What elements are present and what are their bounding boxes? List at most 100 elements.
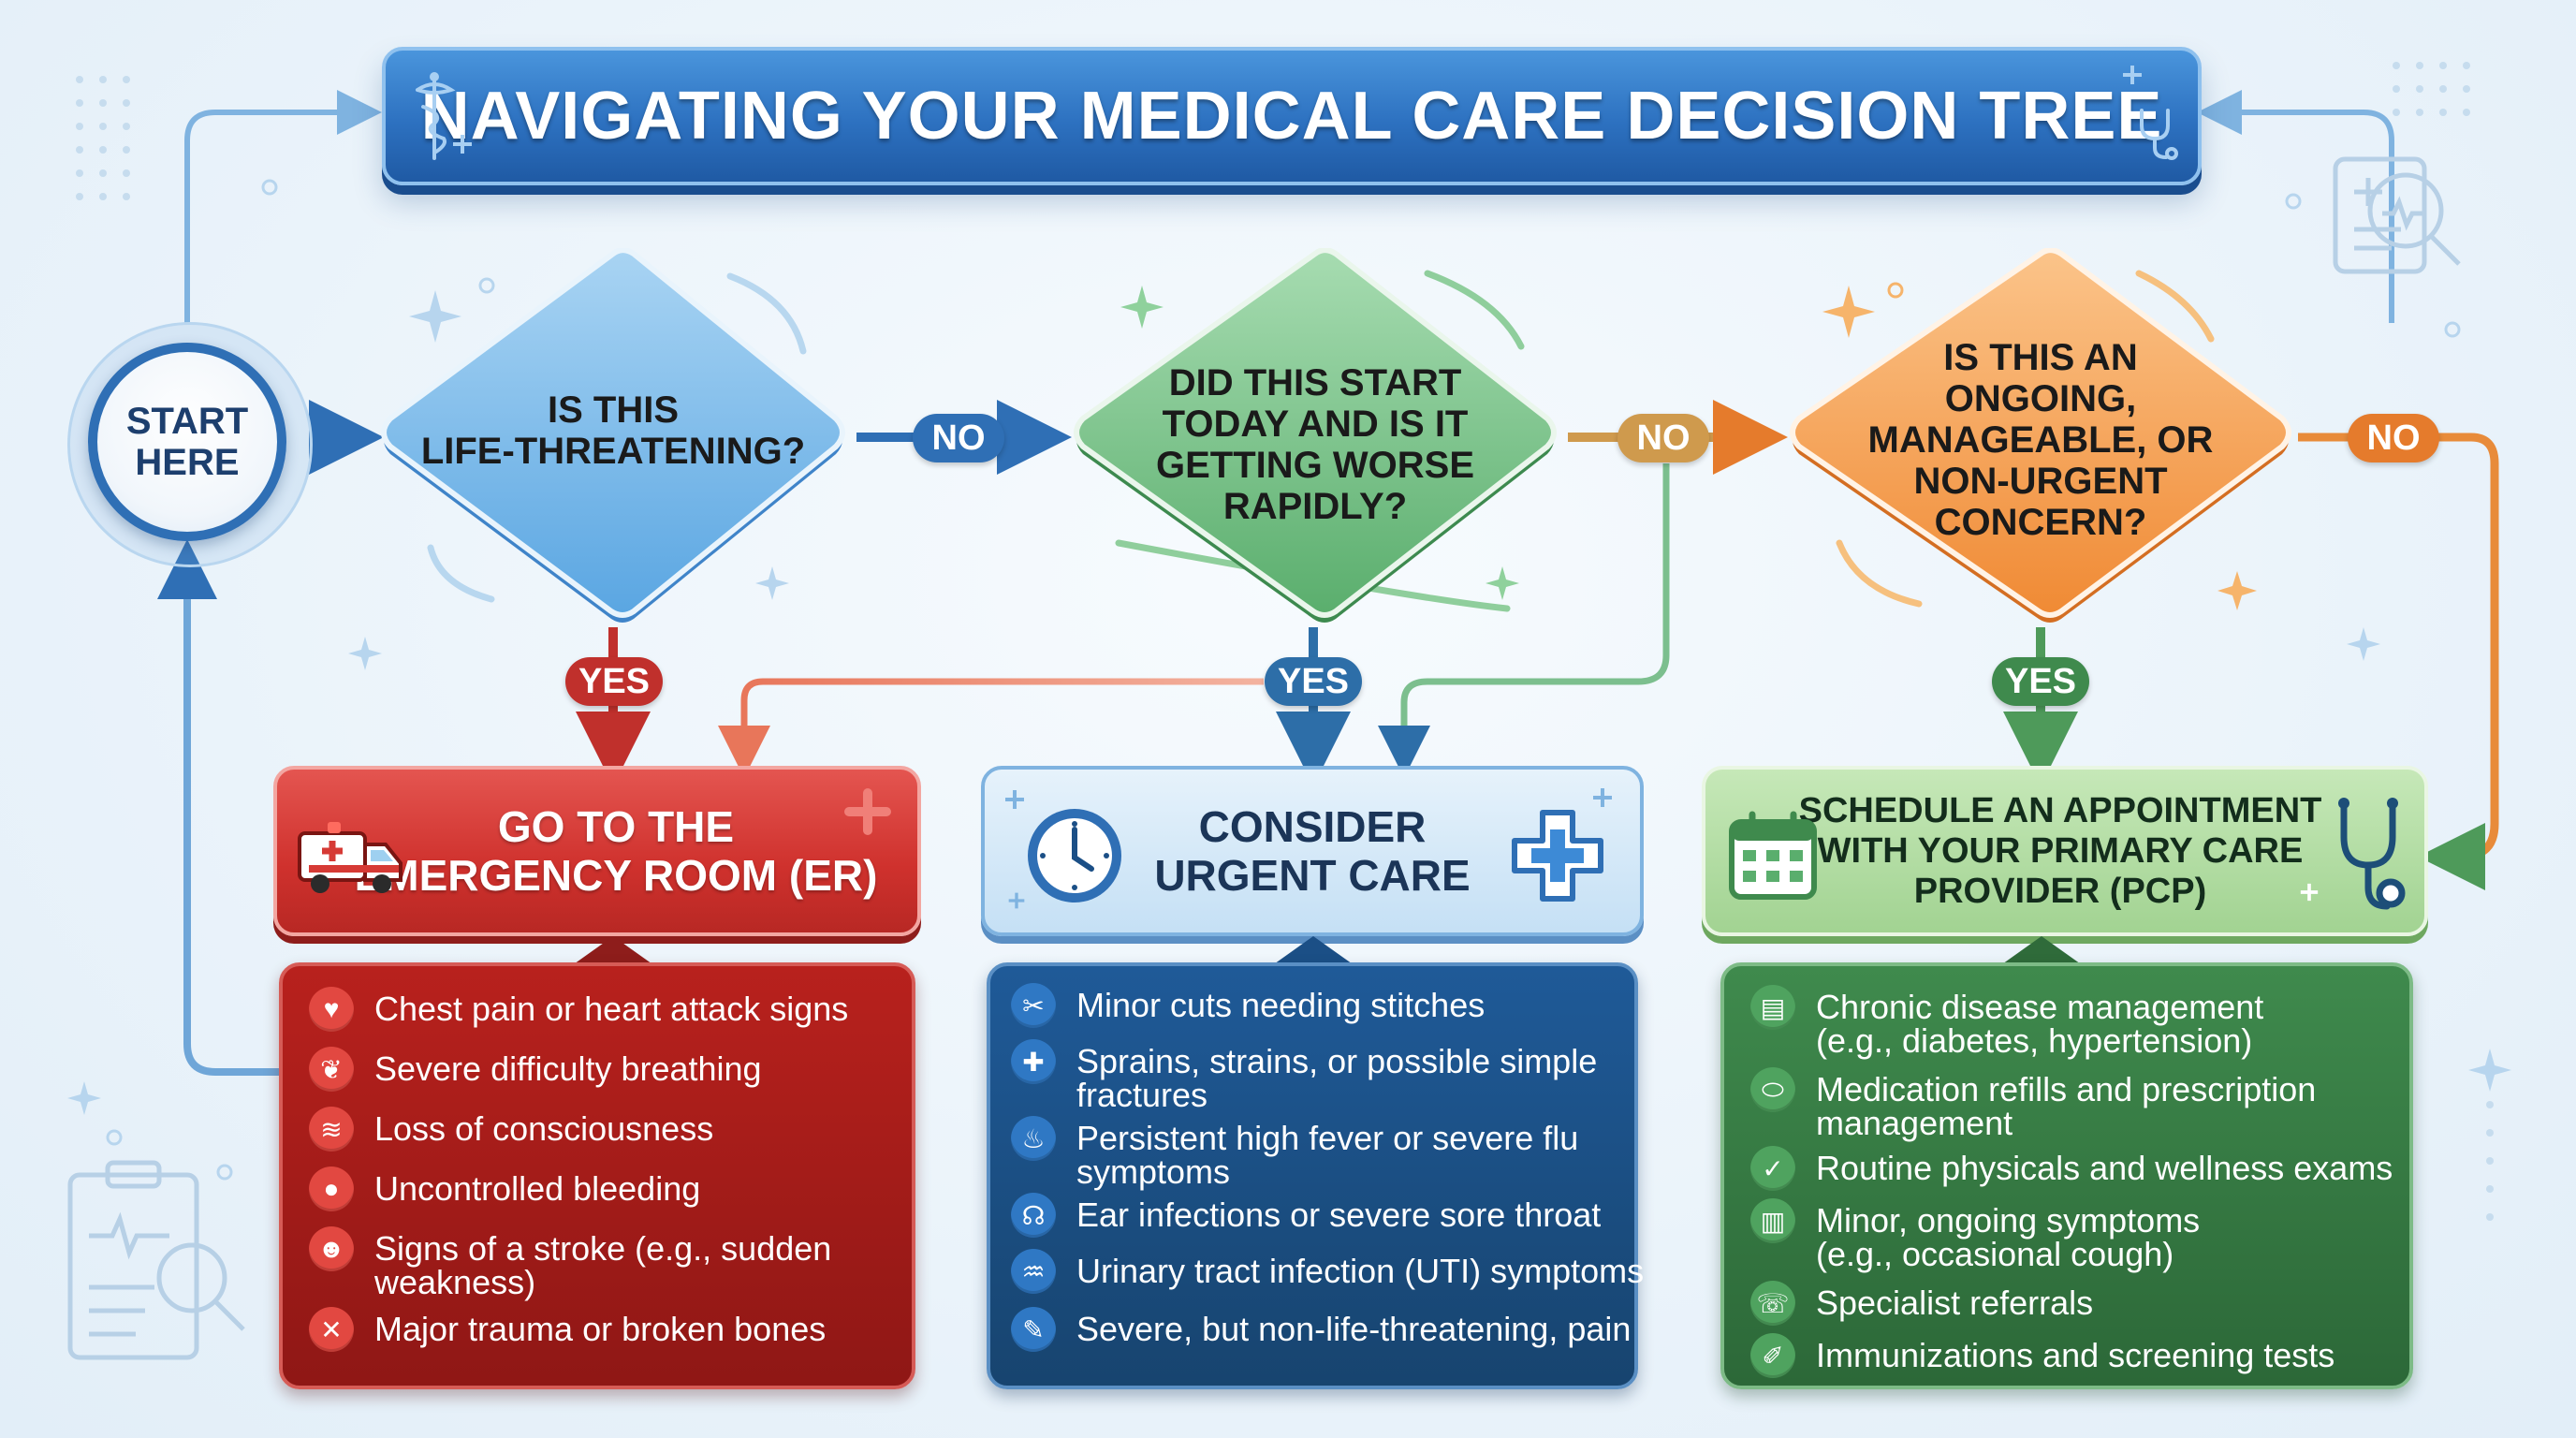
list-item-text: Medication refills and prescription <box>1816 1070 2317 1108</box>
start-line-1: START <box>125 401 249 442</box>
list-item-text: Major trauma or broken bones <box>374 1310 827 1348</box>
clock-icon <box>1028 809 1121 902</box>
list-item-text: Severe, but non-life-threatening, pain <box>1076 1310 1632 1348</box>
er-list-item: ❦Severe difficulty breathing <box>309 1047 938 1092</box>
list-item-text: Chest pain or heart attack signs <box>374 990 849 1028</box>
urgent-title-line-2: URGENT CARE <box>1154 851 1471 900</box>
plus-icon <box>1005 790 1024 809</box>
plus-icon <box>1008 892 1025 909</box>
plus-icon <box>1593 788 1612 807</box>
outcome-header-pcp: SCHEDULE AN APPOINTMENT WITH YOUR PRIMAR… <box>1702 766 2428 936</box>
decision-text-ongoing: IS THIS AN ONGOING, MANAGEABLE, OR NON-U… <box>1867 337 2214 543</box>
scissors-icon: ✂ <box>1011 983 1056 1028</box>
er-list-item: ✕ Major trauma or broken bones <box>309 1307 938 1352</box>
panel-notch-urgent <box>1271 936 1355 966</box>
list-item-text: Minor cuts needing stitches <box>1076 986 1486 1024</box>
outcome-panel-er: ♥Chest pain or heart attack signs❦Severe… <box>279 962 915 1389</box>
heart-pulse-icon: ♥ <box>309 987 354 1032</box>
lungs-icon: ❦ <box>309 1047 354 1092</box>
no-label-2: NO <box>1617 414 1709 462</box>
start-line-2: HERE <box>135 442 240 483</box>
pcp-list-item: ☏ Specialist referrals <box>1750 1281 2436 1326</box>
medical-cross-icon <box>1512 810 1603 902</box>
list-item-text: Urinary tract infection (UTI) symptoms <box>1076 1252 1645 1290</box>
brain-head-icon: ☻ <box>309 1226 354 1271</box>
pcp-title-line-2: WITH YOUR PRIMARY CARE <box>1817 830 2304 871</box>
pcp-title-line-1: SCHEDULE AN APPOINTMENT <box>1798 790 2322 830</box>
list-item-text: Chronic disease management <box>1816 988 2264 1026</box>
list-item-text: Uncontrolled bleeding <box>374 1169 701 1208</box>
list-item-text: management <box>1816 1104 2013 1142</box>
stethoscope-icon <box>2338 798 2406 910</box>
urgent-care-list-item: ✎ Severe, but non-life-threatening, pain <box>1011 1307 1655 1352</box>
phone-icon: ☏ <box>1750 1281 1795 1326</box>
list-item-text: Sprains, strains, or possible simple <box>1076 1042 1598 1080</box>
no-label-1: NO <box>913 414 1004 462</box>
plus-icon <box>453 135 472 154</box>
decision-text-started-today: DID THIS START TODAY AND IS IT GETTING W… <box>1156 362 1474 527</box>
list-item-text: Specialist referrals <box>1816 1284 2094 1322</box>
medical-report-icon <box>2333 156 2461 274</box>
outcome-panel-pcp: ▤Chronic disease management(e.g., diabet… <box>1720 962 2413 1389</box>
pill-icon: ⬭ <box>1750 1067 1795 1112</box>
list-item-text: Persistent high fever or severe flu <box>1076 1119 1579 1157</box>
list-item-text: weakness) <box>374 1263 536 1301</box>
fainting-icon: ≋ <box>309 1107 354 1152</box>
bandage-icon: ✚ <box>1011 1039 1056 1084</box>
urgent-care-list-item: ✂ Minor cuts needing stitches <box>1011 983 1655 1028</box>
list-item-text: Loss of consciousness <box>374 1109 714 1148</box>
ear-icon: ☊ <box>1011 1193 1056 1238</box>
check-icon: ✓ <box>1750 1146 1795 1191</box>
clipboard-magnifier-icon <box>67 1160 245 1360</box>
list-item-text: (e.g., diabetes, hypertension) <box>1816 1021 2253 1060</box>
panel-notch-pcp <box>1999 936 2084 966</box>
outcome-header-er: GO TO THE EMERGENCY ROOM (ER) <box>273 766 921 936</box>
plus-icon <box>844 788 891 835</box>
blood-drop-icon: ● <box>309 1167 354 1211</box>
er-title-line-2: EMERGENCY ROOM (ER) <box>354 851 878 900</box>
broken-bone-icon: ✕ <box>309 1307 354 1352</box>
urgent-care-list-item: ♒Urinary tract infection (UTI) symptoms <box>1011 1249 1655 1294</box>
page-title: NAVIGATING YOUR MEDICAL CARE DECISION TR… <box>420 79 2163 154</box>
list-item-text: Signs of a stroke (e.g., sudden <box>374 1229 832 1268</box>
decision-diamond-life-threatening <box>381 248 845 623</box>
pain-relief-icon: ✎ <box>1011 1307 1056 1352</box>
yes-label-er: YES <box>565 657 663 706</box>
fire-icon: ♨ <box>1011 1116 1056 1161</box>
start-here-node: START HERE <box>88 343 286 541</box>
yes-label-pcp: YES <box>1992 657 2089 706</box>
symptom-chart-icon: ▥ <box>1750 1198 1795 1243</box>
no-label-3: NO <box>2348 414 2439 462</box>
yes-label-urgent: YES <box>1265 657 1362 706</box>
outcome-header-urgent-care: CONSIDER URGENT CARE <box>981 766 1644 936</box>
urgent-title-line-1: CONSIDER <box>1198 802 1427 851</box>
outcome-panel-urgent-care: ✂ Minor cuts needing stitches ✚ Sprains, st… <box>987 962 1644 1389</box>
stethoscope-icon <box>2140 109 2178 160</box>
list-item-text: Ear infections or severe sore throat <box>1076 1196 1602 1234</box>
pcp-list-item: ▤Chronic disease management(e.g., diabet… <box>1750 985 2436 1058</box>
title-banner: NAVIGATING YOUR MEDICAL CARE DECISION TR… <box>382 47 2202 185</box>
list-item-text: Immunizations and screening tests <box>1816 1336 2335 1374</box>
list-item-text: fractures <box>1076 1076 1208 1114</box>
er-title-line-1: GO TO THE <box>497 802 735 851</box>
decision-text-life-threatening: IS THIS LIFE-THREATENING? <box>420 389 806 472</box>
list-item-text: symptoms <box>1076 1152 1231 1191</box>
pcp-title-line-3: PROVIDER (PCP) <box>1913 871 2207 911</box>
pcp-list-item: ✓ Routine physicals and wellness exams <box>1750 1146 2436 1191</box>
panel-notch-er <box>571 936 655 966</box>
list-item-text: (e.g., occasional cough) <box>1816 1235 2174 1273</box>
er-list-item: ♥ Chest pain or heart attack signs <box>309 987 938 1032</box>
pcp-list-item: ✐ Immunizations and screening tests <box>1750 1333 2436 1378</box>
urgent-care-list-item: ☊ Ear infections or severe sore throat <box>1011 1193 1655 1238</box>
decision-diamond-started-today <box>1074 248 1557 623</box>
syringe-icon: ✐ <box>1750 1333 1795 1378</box>
plus-icon <box>2300 883 2319 902</box>
caduceus-icon <box>416 72 456 160</box>
list-item-text: Routine physicals and wellness exams <box>1816 1149 2393 1187</box>
list-item-text: Minor, ongoing symptoms <box>1816 1201 2201 1240</box>
